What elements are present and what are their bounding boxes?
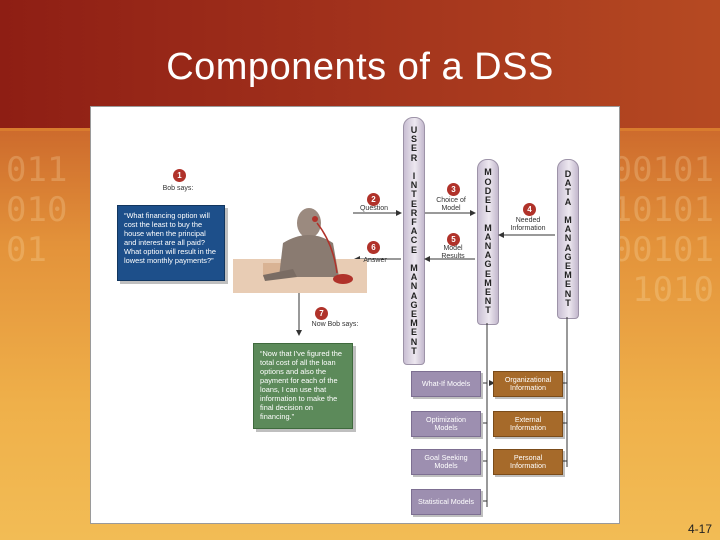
- tower-letter: E: [564, 279, 571, 290]
- background-digits: 0010110101001011010: [611, 150, 714, 310]
- tower-letter: E: [484, 194, 491, 205]
- step-7-label: Now Bob says:: [311, 321, 359, 328]
- tower-letter: U: [410, 124, 418, 135]
- background-digits-left: 01101001: [6, 150, 68, 270]
- tower-letter: A: [484, 250, 492, 261]
- tower-letter: T: [485, 305, 491, 316]
- tower-letter: A: [564, 178, 572, 189]
- tower-letter: M: [410, 263, 418, 273]
- tower-letter: A: [410, 226, 418, 237]
- tower-letter: A: [410, 272, 418, 283]
- tower-letter: N: [410, 180, 418, 191]
- step-6-label: Answer: [363, 257, 387, 264]
- tower-letter: F: [411, 216, 417, 227]
- tower-letter: D: [484, 185, 492, 196]
- tower-letter: G: [410, 299, 418, 310]
- tower-letter: A: [564, 242, 572, 253]
- optimization-models-box: Optimization Models: [411, 411, 481, 437]
- tower-letter: A: [484, 231, 492, 242]
- step-7-badge: 7: [315, 307, 328, 320]
- goal-seeking-models-box: Goal Seeking Models: [411, 449, 481, 475]
- personal-information-box: Personal Information: [493, 449, 563, 475]
- tower-letter: L: [485, 204, 491, 215]
- tower-letter: N: [484, 296, 492, 307]
- tower-letter: M: [484, 222, 492, 233]
- tower-letter: S: [410, 134, 417, 145]
- tower-letter: I: [412, 170, 416, 181]
- tower-letter: R: [410, 207, 418, 218]
- step-1-badge: 1: [173, 169, 186, 182]
- step-5-badge: 5: [447, 233, 460, 246]
- tower-letter: O: [484, 176, 492, 187]
- tower-letter: N: [564, 288, 572, 299]
- tower-letter: G: [564, 251, 572, 262]
- step-1-label: Bob says:: [162, 185, 194, 192]
- tower-letter: A: [410, 290, 418, 301]
- bob-decision-callout: “Now that I've figured the total cost of…: [253, 343, 353, 429]
- tower-letter: A: [564, 196, 572, 207]
- slide-title: Components of a DSS: [166, 46, 554, 88]
- connector-lines: [296, 210, 568, 507]
- tower-letter: N: [410, 281, 418, 292]
- tower-letter: M: [484, 167, 492, 178]
- tower-letter: C: [410, 235, 418, 246]
- step-3-label: Choice of Model: [436, 197, 466, 212]
- page-number: 4-17: [687, 522, 712, 536]
- step-4-badge: 4: [523, 203, 536, 216]
- tower-letter: N: [564, 233, 572, 244]
- what-if-models-box: What-If Models: [411, 371, 481, 397]
- bob-figure: [233, 208, 367, 293]
- organizational-information-box: Organizational Information: [493, 371, 563, 397]
- tower-letter: E: [484, 268, 491, 279]
- tower-letter: T: [565, 297, 571, 308]
- tower-letter: A: [564, 224, 572, 235]
- tower-letter: N: [410, 336, 418, 347]
- statistical-models-box: Statistical Models: [411, 489, 481, 515]
- tower-letter: E: [410, 198, 417, 209]
- step-5-label: Model Results: [441, 245, 465, 260]
- tower-letter: T: [411, 345, 417, 356]
- step-2-label: Question: [359, 205, 389, 212]
- external-information-box: External Information: [493, 411, 563, 437]
- tower-letter: D: [564, 168, 572, 179]
- tower-letter: E: [410, 327, 417, 338]
- tower-letter: E: [410, 244, 417, 255]
- tower-letter: M: [410, 318, 418, 329]
- tower-letter: E: [410, 309, 417, 320]
- tower-letter: R: [410, 152, 418, 163]
- tower-letter: T: [411, 189, 417, 200]
- step-3-badge: 3: [447, 183, 460, 196]
- tower-letter: N: [484, 241, 492, 251]
- tower-letter: E: [484, 287, 491, 298]
- tower-letter: E: [410, 143, 417, 154]
- tower-letter: M: [564, 270, 572, 281]
- tower-letter: E: [564, 261, 571, 271]
- tower-letter: T: [565, 187, 571, 198]
- tower-letter: M: [564, 214, 572, 225]
- step-4-label: Needed Information: [510, 217, 546, 232]
- tower-letter: G: [484, 259, 492, 270]
- bob-question-callout: “What financing option will cost the lea…: [117, 205, 225, 281]
- step-6-badge: 6: [367, 241, 380, 254]
- step-2-badge: 2: [367, 193, 380, 206]
- tower-letter: M: [484, 277, 492, 288]
